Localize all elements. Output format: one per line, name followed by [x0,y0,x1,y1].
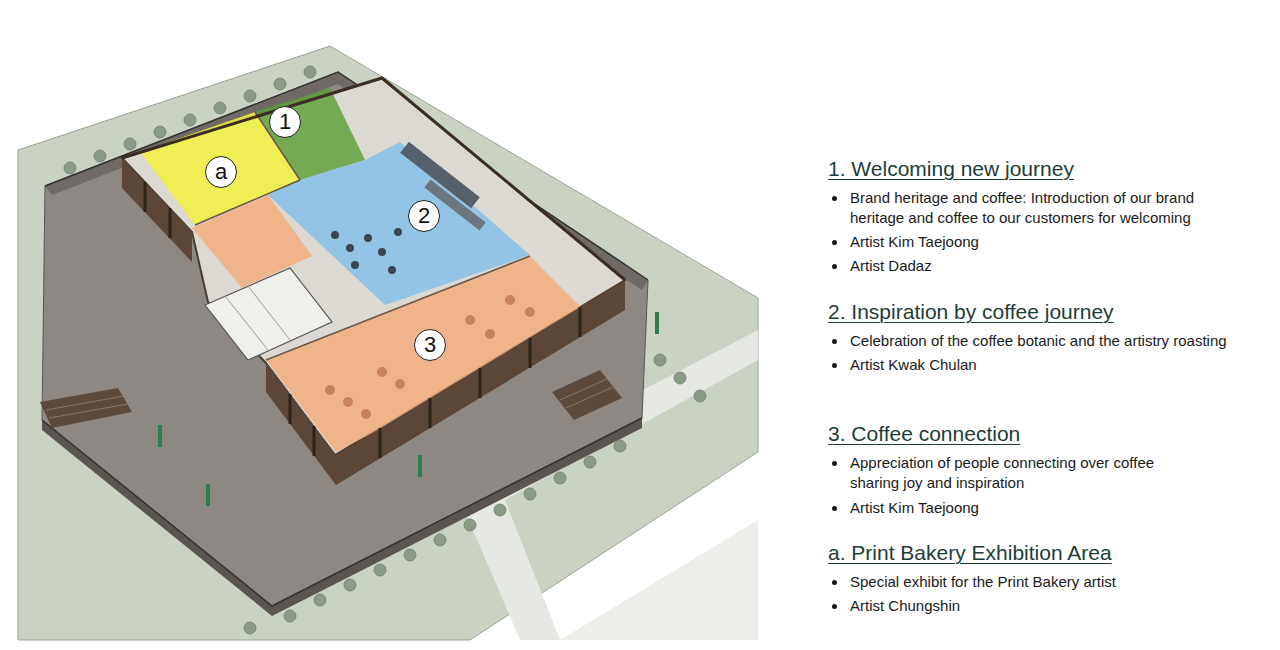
ground-plane [18,46,758,640]
back-wall [122,78,625,280]
bullet-dot [832,196,837,201]
wall [122,158,192,262]
callout-circle: 1 [269,106,301,138]
bushes [64,66,706,634]
wall [266,362,336,485]
bullet-dot [832,264,837,269]
callout-number: 1 [279,111,291,133]
section-heading: a. Print Bakery Exhibition Area [828,540,1112,566]
bullet-dot [832,240,837,245]
bullet-text: Special exhibit for the Print Bakery art… [850,572,1116,592]
callout-circle: a [205,156,237,188]
signs [158,312,659,506]
bullet-text: Artist Chungshin [850,596,960,616]
section-heading: 2. Inspiration by coffee journey [828,299,1114,325]
bullet-text: Brand heritage and coffee: Introduction … [850,188,1250,228]
bullet-dot [832,604,837,609]
road-area [560,520,758,640]
bullet-text: Artist Kwak Chulan [850,355,977,375]
callout-number: 2 [418,205,430,227]
bullet-text: Artist Kim Taejoong [850,498,979,518]
bullet-text: Celebration of the coffee botanic and th… [850,331,1227,351]
callout-number: 3 [424,334,436,356]
bullet-dot [832,580,837,585]
deck [42,72,648,606]
bullet-text: Artist Dadaz [850,256,932,276]
zone-left [192,195,312,288]
callout-circle: 2 [408,200,440,232]
callout-circle: 3 [414,329,446,361]
stairs [552,370,622,420]
bullet-text: Appreciation of people connecting over c… [850,453,1190,493]
section-heading: 1. Welcoming new journey [828,156,1074,182]
bullet-dot [832,461,837,466]
callout-number: a [215,161,227,183]
bullet-dot [832,506,837,511]
bullet-dot [832,339,837,344]
section-heading: 3. Coffee connection [828,421,1020,447]
bullet-dot [832,363,837,368]
building-floor [122,78,625,455]
furniture [331,142,486,274]
bullet-text: Artist Kim Taejoong [850,232,979,252]
stairs [40,388,132,428]
wall [336,280,625,485]
